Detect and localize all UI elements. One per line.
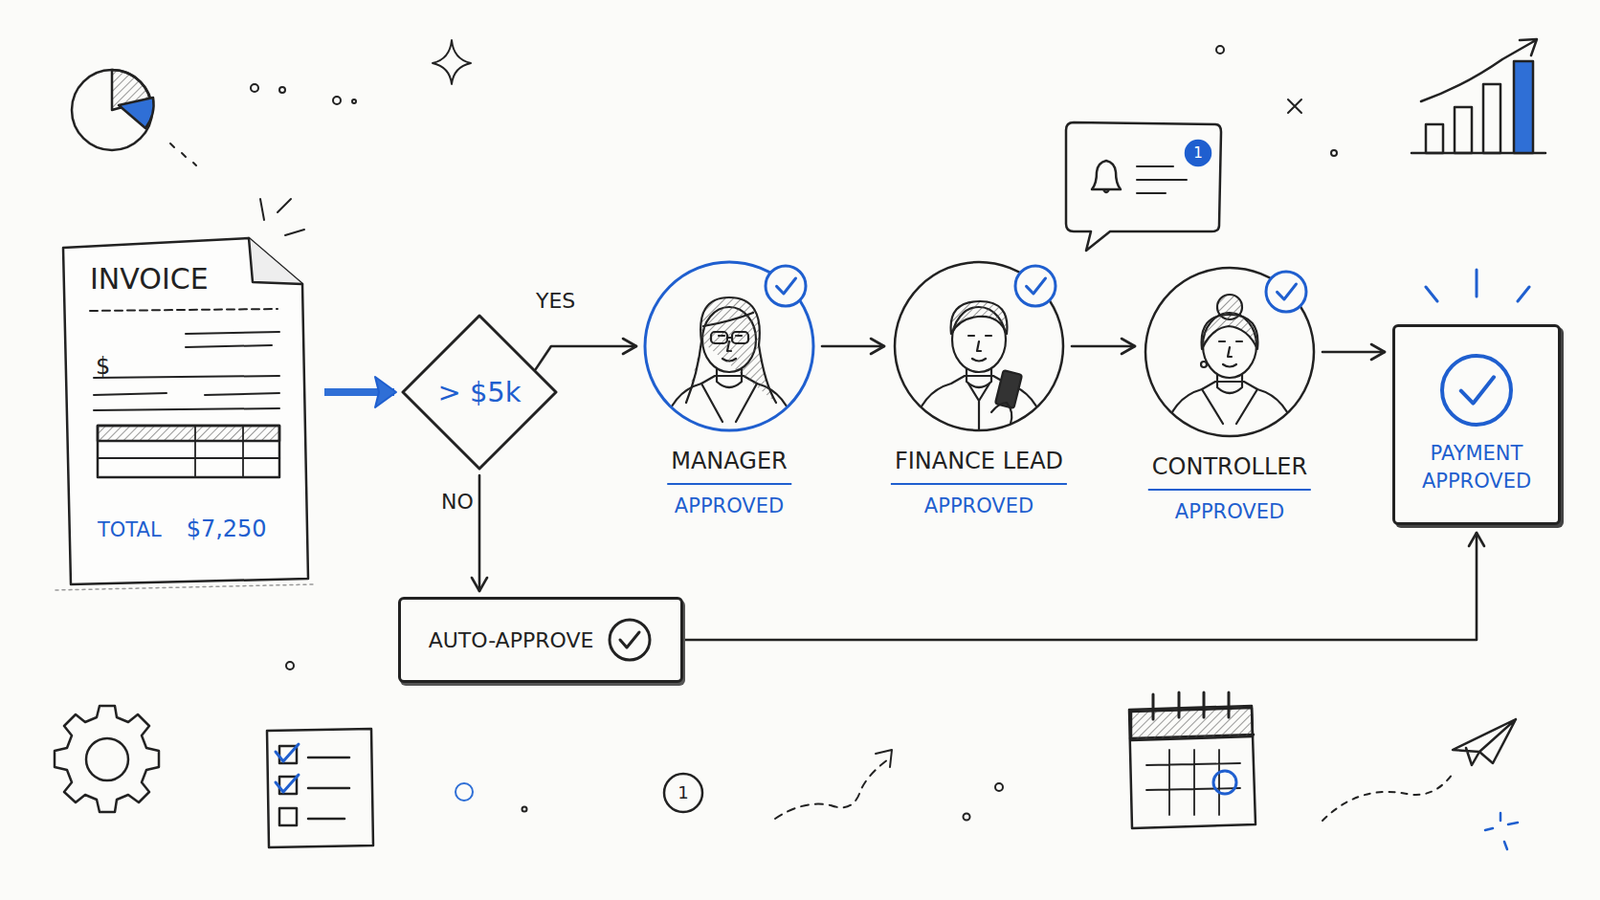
status-text: APPROVED: [666, 492, 792, 520]
approver-circle: MANAGERAPPROVED: [642, 259, 817, 434]
status-text: APPROVED: [1148, 498, 1312, 526]
sparkle-burst: [1485, 813, 1518, 850]
flow-connector: [324, 388, 395, 397]
total-row: TOTAL $7,250: [97, 515, 312, 543]
flow-connector: [1322, 351, 1385, 355]
role-name: FINANCE LEAD: [890, 446, 1067, 486]
process-box: AUTO-APPROVE: [398, 597, 684, 684]
badge-count: 1: [1193, 146, 1203, 161]
result-text: PAYMENT APPROVED: [1409, 440, 1544, 496]
decision-diamond: > $5k: [400, 312, 559, 472]
approver-circle: FINANCE LEADAPPROVED: [891, 259, 1067, 434]
person-portrait: [1142, 265, 1317, 440]
person-portrait: [891, 259, 1067, 434]
check-icon: [1438, 352, 1515, 429]
result-box: PAYMENT APPROVED: [1392, 324, 1561, 526]
process-text: AUTO-APPROVE: [428, 628, 595, 653]
invoice-title: INVOICE: [89, 263, 312, 296]
person-portrait: [642, 259, 817, 434]
decision-text: > $5k: [437, 376, 521, 409]
flow-connector: [478, 475, 482, 592]
emphasis-rays: [1425, 269, 1530, 302]
checklist-icon: [266, 729, 374, 848]
callout-number: 1: [677, 784, 689, 802]
notification-bubble: [1066, 122, 1222, 251]
sparkle-dots: [250, 40, 1337, 822]
calendar-icon: [1129, 692, 1256, 829]
invoice-document: INVOICE $ TOTAL $7,250: [61, 234, 312, 587]
currency-symbol: $: [95, 353, 312, 380]
role-name: CONTROLLER: [1148, 452, 1312, 491]
pie-chart-icon: [71, 69, 197, 166]
role-name: MANAGER: [666, 446, 792, 486]
flow-connector: [535, 346, 637, 370]
bar-chart-icon: [1411, 39, 1546, 154]
flow-connector: [1071, 345, 1135, 349]
check-icon: [606, 617, 653, 664]
total-amount: $7,250: [186, 515, 267, 543]
role-label-group: CONTROLLER APPROVED: [1148, 452, 1312, 526]
callout-circle: [664, 774, 703, 813]
paper-plane-icon: [1322, 719, 1516, 822]
edge-label: NO: [438, 489, 477, 514]
status-text: APPROVED: [890, 492, 1067, 520]
flow-connector: [822, 345, 885, 349]
doodle-arrow: [875, 750, 892, 768]
approver-circle: CONTROLLERAPPROVED: [1142, 265, 1317, 440]
gear-icon: [54, 706, 159, 813]
total-label: TOTAL: [97, 518, 162, 542]
flow-connector: [683, 533, 1477, 641]
role-label-group: FINANCE LEAD APPROVED: [890, 446, 1067, 520]
role-label-group: MANAGER APPROVED: [666, 446, 792, 520]
emphasis-rays: [260, 199, 305, 236]
edge-label: YES: [533, 288, 578, 313]
doodle-arrow: [775, 759, 889, 820]
